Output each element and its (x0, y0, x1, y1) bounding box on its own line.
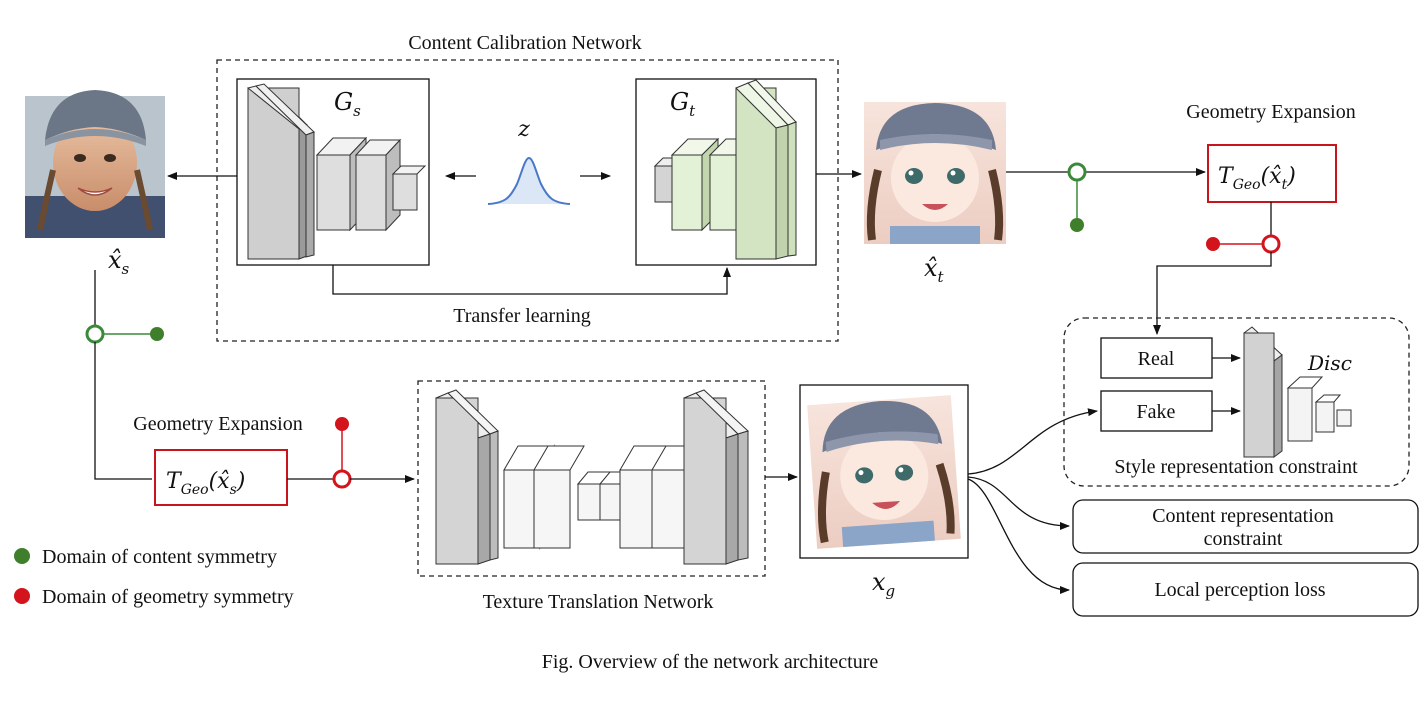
arrow-xg-to-content (967, 476, 1070, 530)
local-loss-box (1072, 562, 1419, 617)
green-open-node-left (85, 324, 105, 344)
gt-label: Gt (670, 88, 696, 120)
target-image-label: x̂t (924, 254, 945, 286)
transfer-learning-label: Transfer learning (453, 305, 591, 327)
gs-label: Gs (334, 88, 361, 120)
content-calibration-dashed-box (216, 59, 839, 342)
local-loss-label: Local perception loss (1154, 579, 1325, 601)
gs-encoder-blocks (246, 83, 427, 260)
style-constraint-title: Style representation constraint (1114, 456, 1358, 478)
line-to-tgeo-bottom (94, 342, 152, 480)
tgeo-target-box (1207, 144, 1337, 203)
content-calibration-title: Content Calibration Network (408, 32, 641, 54)
generated-anime-image (807, 395, 961, 549)
legend-content-label: Domain of content symmetry (42, 546, 277, 568)
legend-green-dot (14, 548, 30, 564)
legend-red-dot (14, 588, 30, 604)
target-anime-image (864, 102, 1006, 244)
source-face-image (25, 90, 165, 238)
arrow-xg-to-local (967, 478, 1070, 594)
disc-label: Disc (1307, 351, 1352, 375)
content-constraint-box (1072, 499, 1419, 554)
real-box (1100, 337, 1213, 379)
discriminator-blocks (1243, 326, 1352, 458)
gt-decoder-blocks (653, 79, 797, 260)
gaussian-curve (487, 156, 571, 205)
green-dot-left (150, 327, 164, 341)
legend-geometry-label: Domain of geometry symmetry (42, 586, 294, 608)
style-constraint-dashed-box (1063, 317, 1410, 487)
geometry-expansion-top-title: Geometry Expansion (1186, 101, 1355, 123)
z-label: z (517, 117, 530, 142)
generated-image-label: xg (872, 568, 895, 600)
content-constraint-line1: Content representation (1152, 505, 1334, 527)
texture-dashed-box (417, 380, 766, 577)
red-open-node-bottom (332, 469, 352, 489)
fake-label: Fake (1137, 401, 1176, 423)
texture-unet-blocks (435, 389, 749, 565)
tgeo-target-label: TGeo(x̂t) (1218, 164, 1296, 193)
texture-title: Texture Translation Network (483, 591, 714, 613)
arrow-xg-to-fake (967, 408, 1098, 475)
content-constraint-line2: constraint (1204, 528, 1283, 550)
figure-caption: Fig. Overview of the network architectur… (542, 651, 879, 673)
arrow-to-real (1153, 252, 1272, 335)
source-image-label: x̂s (108, 246, 130, 278)
tgeo-source-box (154, 449, 288, 506)
red-dot-top (1206, 237, 1220, 251)
real-label: Real (1138, 348, 1175, 370)
fake-box (1100, 390, 1213, 432)
geometry-expansion-bottom-title: Geometry Expansion (133, 413, 302, 435)
red-open-node-top (1261, 234, 1281, 254)
transfer-learning-arrow (332, 265, 731, 295)
tgeo-source-label: TGeo(x̂s) (166, 469, 245, 498)
green-dot-top (1070, 218, 1084, 232)
red-dot-bottom (335, 417, 349, 431)
green-open-node-top (1067, 162, 1087, 182)
